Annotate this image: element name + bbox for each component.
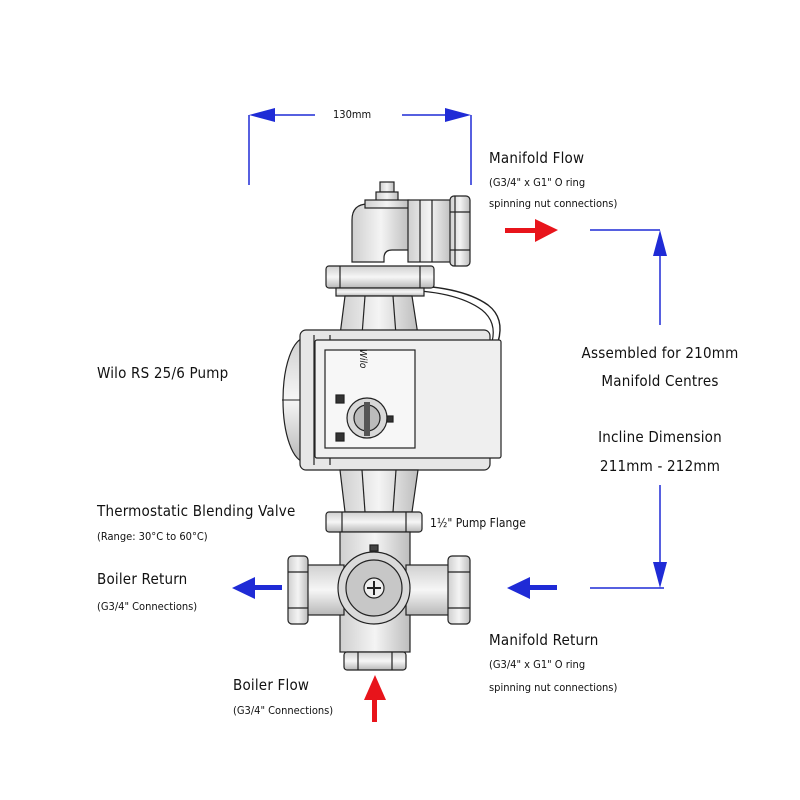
blending-valve-range: (Range: 30°C to 60°C) — [97, 530, 208, 543]
width-arrow-left — [249, 108, 275, 122]
boiler-return-label: Boiler Return — [97, 570, 188, 588]
height-arrow-top — [653, 230, 667, 256]
assembled-dimension-sub: Manifold Centres — [601, 372, 719, 390]
pump-label: Wilo RS 25/6 Pump — [97, 364, 229, 382]
assembled-dimension-title: Assembled for 210mm — [581, 344, 739, 362]
boiler-return-arrow — [232, 577, 282, 599]
boiler-flow-arrow — [364, 675, 386, 722]
width-dimension-label: 130mm — [333, 108, 372, 121]
pump-brand-mark: Wilo — [357, 349, 368, 369]
manifold-flow-spec-line2: spinning nut connections) — [489, 197, 618, 210]
boiler-flow-spec: (G3/4" Connections) — [233, 704, 334, 717]
width-arrow-right — [445, 108, 471, 122]
manifold-flow-arrow — [505, 219, 558, 242]
boiler-flow-label: Boiler Flow — [233, 676, 310, 694]
incline-dimension-title: Incline Dimension — [598, 428, 722, 446]
manifold-return-spec-line2: spinning nut connections) — [489, 681, 618, 694]
manifold-return-arrow — [507, 577, 557, 599]
height-arrow-bottom — [653, 562, 667, 588]
boiler-return-spec: (G3/4" Connections) — [97, 600, 198, 613]
manifold-return-label: Manifold Return — [489, 631, 599, 649]
incline-dimension-sub: 211mm - 212mm — [599, 457, 721, 475]
blending-valve-label: Thermostatic Blending Valve — [97, 502, 296, 520]
manifold-flow-spec-line1: (G3/4" x G1" O ring — [489, 176, 586, 189]
assembly-drawing — [282, 181, 502, 671]
height-dimension — [590, 229, 664, 589]
manifold-flow-title: Manifold Flow — [489, 149, 585, 167]
pump-flange-label: 1½" Pump Flange — [430, 516, 526, 530]
manifold-return-spec-line1: (G3/4" x G1" O ring — [489, 658, 586, 671]
width-dimension — [248, 114, 472, 185]
